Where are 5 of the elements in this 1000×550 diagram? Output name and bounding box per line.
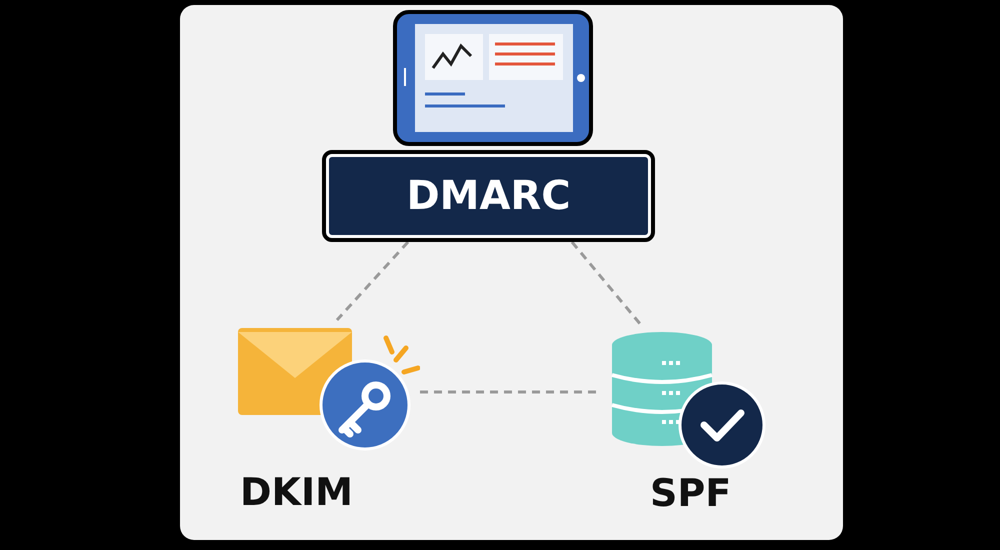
label-box: DMARC	[322, 150, 655, 242]
node-label: SPF	[650, 471, 732, 515]
node-label: DKIM	[240, 470, 353, 514]
dashed-connector	[336, 241, 410, 321]
dashed-connector	[570, 241, 642, 326]
